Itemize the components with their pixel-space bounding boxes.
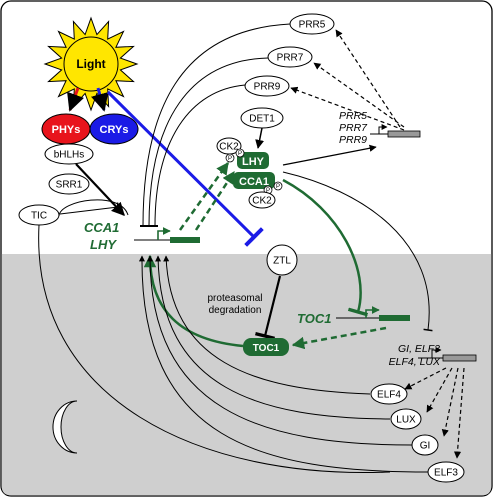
ck2-label-bottom: CK2 (252, 196, 272, 207)
toc1-protein-label: TOC1 (253, 343, 280, 354)
toc1-to-cca1-regulation (143, 254, 244, 348)
night-region (1, 254, 492, 496)
elf4-protein (370, 383, 408, 405)
det1-label: DET1 (249, 114, 275, 125)
phy-label: PHYs (52, 124, 81, 136)
prr9-gene-label: PRR9 (339, 134, 367, 146)
prr9-protein (244, 75, 290, 97)
bhlh-node (44, 143, 94, 165)
elf3-translation-arrow (453, 367, 465, 459)
toc1-protein (243, 338, 289, 356)
tic-long-curve (38, 224, 391, 474)
det1-node (240, 107, 284, 129)
evening-promoter-arrow (431, 347, 442, 358)
ztl-node (266, 244, 298, 276)
evening-gene-box (442, 354, 477, 362)
moon-icon (52, 400, 78, 454)
gi-protein-label: GI (420, 441, 431, 452)
prr5-gene-label: PRR5 (339, 110, 367, 122)
cca1-gene-label: CCA1 (84, 220, 119, 235)
lhy-gene-label: LHY (90, 237, 117, 252)
prr5-protein-label: PRR5 (299, 20, 326, 31)
ck2-label-top: CK2 (219, 142, 239, 153)
prr9-translation-arrow (290, 86, 405, 131)
tic-inhibition (59, 202, 120, 215)
cry-label: CRYs (100, 124, 129, 136)
tic-label: TIC (31, 211, 47, 222)
morning-gene-box (170, 237, 200, 243)
ck2-node-bottom (248, 191, 276, 209)
phospho-p4-label: P (276, 184, 280, 190)
elf4-protein-label: ELF4 (377, 390, 401, 401)
prr-promoter-arrow (378, 124, 388, 134)
lhy-protein-label: LHY (242, 156, 265, 168)
light-to-phy-arrow (67, 87, 84, 112)
phospho-p1 (225, 153, 235, 163)
det1-arrow (255, 127, 265, 149)
prr9-curve (154, 84, 246, 227)
phospho-p1-label: P (228, 156, 232, 162)
prr7-curve (148, 57, 269, 227)
tic-short-curve (58, 199, 129, 217)
elf3-feedback-arrow (138, 255, 429, 473)
lhy-translation-arrow (178, 161, 230, 231)
cca1-protein-label: CCA1 (239, 176, 269, 188)
cca1-protein (233, 172, 275, 189)
ztl-to-toc1-degradation (254, 275, 282, 341)
sun-icon: Light (43, 16, 139, 112)
degradation-label-2: degradation (209, 305, 262, 316)
prr5-translation-arrow (335, 29, 401, 128)
phospho-p2 (235, 148, 245, 158)
light-label: Light (76, 57, 105, 71)
gi-feedback-arrow (147, 255, 413, 446)
srr1-node (48, 173, 90, 195)
prr-gene-box (387, 130, 421, 138)
elf3-protein-label: ELF3 (434, 468, 458, 479)
prr7-translation-arrow (313, 62, 405, 128)
prr9-protein-label: PRR9 (254, 82, 281, 93)
degradation-label-1: proteasomal (207, 293, 262, 304)
srr1-label: SRR1 (56, 180, 83, 191)
prr7-protein-label: PRR7 (277, 53, 304, 64)
toc1-gene-box (379, 315, 410, 321)
bhlh-to-cca1-arrow (75, 163, 125, 216)
evening-genes-label-2: ELF4, LUX (389, 356, 441, 368)
lux-protein (390, 408, 422, 430)
toc1-promoter-arrow (365, 306, 380, 318)
cca1-to-toc1-inhibition (282, 178, 369, 317)
light-to-cry-arrow (91, 87, 109, 112)
lux-translation-arrow (426, 367, 453, 413)
toc1-gene-label: TOC1 (297, 311, 331, 326)
phospho-p2-label: P (238, 151, 242, 157)
cca1-to-evening-inhibition (282, 171, 433, 332)
phospho-p4 (273, 181, 283, 191)
prr5-curve (142, 23, 291, 227)
cca1-to-prr-arrow (282, 144, 377, 166)
cca1-translation-arrow (194, 170, 236, 231)
bhlh-label: bHLHs (54, 150, 85, 161)
morning-promoter-arrow (157, 227, 171, 240)
toc1-translation-arrow (291, 326, 387, 350)
lhy-protein (237, 152, 269, 169)
lux-protein-label: LUX (396, 415, 416, 426)
light-to-ztl-inhibition (106, 90, 264, 247)
prr7-protein (267, 46, 313, 68)
elf4-translation-arrow (404, 367, 447, 390)
gi-translation-arrow (441, 367, 459, 437)
ztl-label: ZTL (273, 256, 291, 267)
prr7-gene-label: PRR7 (339, 122, 368, 134)
cry-node (89, 113, 139, 145)
phospho-p3-label: P (266, 188, 270, 194)
elf4-feedback-arrow (163, 255, 371, 395)
prr5-protein (289, 13, 335, 35)
evening-genes-label-1: GI, ELF3 (398, 343, 440, 355)
lux-feedback-arrow (155, 255, 391, 420)
